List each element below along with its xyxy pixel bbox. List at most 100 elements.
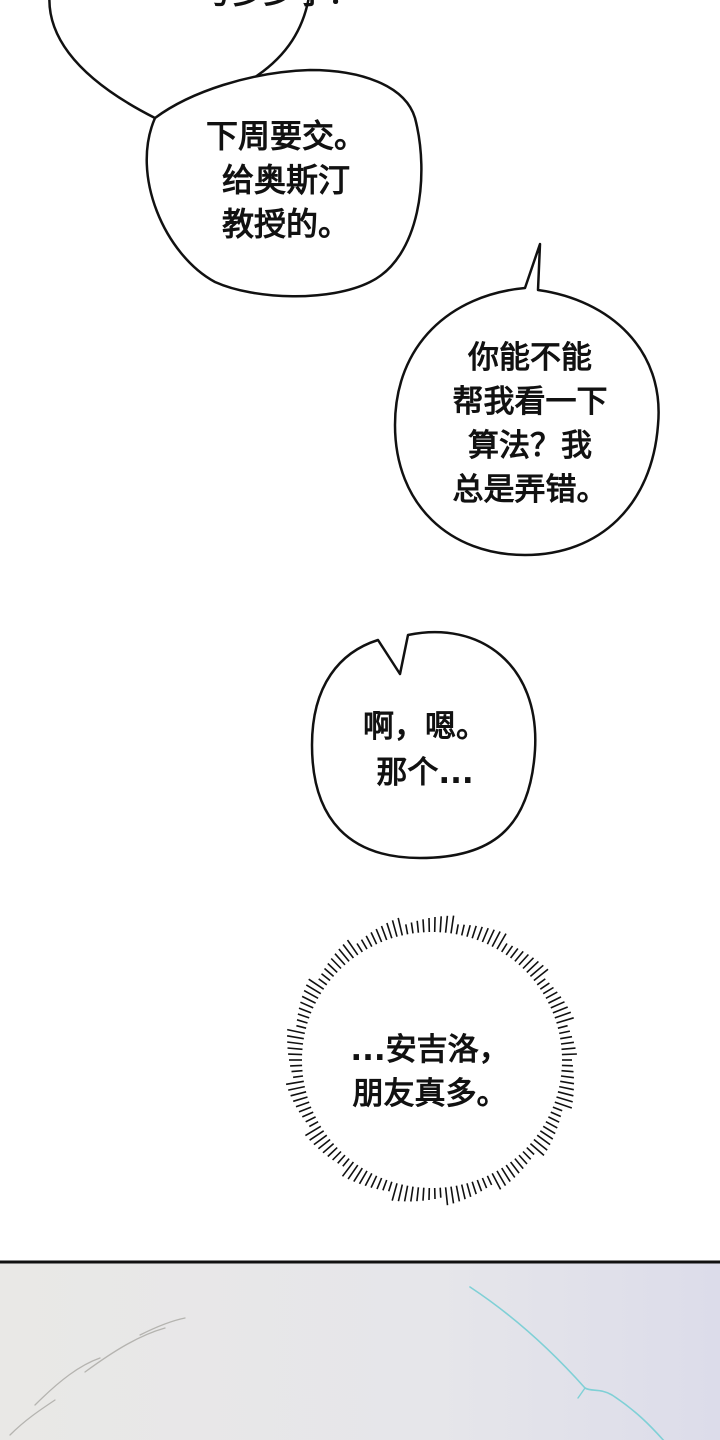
burst-spike (334, 953, 346, 966)
burst-spike (560, 1035, 573, 1040)
burst-spike (382, 1179, 388, 1191)
burst-spike (550, 1001, 565, 1009)
burst-spike (410, 1186, 414, 1202)
burst-spike (476, 926, 483, 941)
burst-spike (545, 1120, 558, 1129)
burst-spike (522, 1150, 532, 1160)
burst-spike (356, 943, 363, 953)
burst-spike (481, 927, 489, 943)
bubble-3-text: 你能不能 帮我看一下 算法？我 总是弄错。 (420, 336, 640, 512)
burst-spike (375, 928, 383, 943)
burst-spike (364, 1173, 373, 1187)
burst-spike (341, 1161, 355, 1177)
burst-spike (557, 1091, 574, 1097)
burst-spike (337, 1154, 346, 1164)
burst-spike (552, 1006, 568, 1014)
burst-spike (370, 1175, 378, 1188)
burst-spike (288, 1053, 303, 1056)
burst-spike (554, 1011, 572, 1019)
burst-spike (505, 1164, 516, 1178)
bubble-4-text: 啊，嗯。 那个... (340, 704, 510, 796)
speech-bubble-2 (145, 68, 423, 298)
burst-spike (491, 931, 501, 947)
burst-spike (297, 1013, 310, 1019)
burst-spike (522, 957, 535, 970)
burst-spike (313, 1134, 328, 1146)
burst-spike (514, 1158, 524, 1170)
burst-spike (304, 1125, 322, 1137)
burst-spike (554, 1101, 573, 1109)
burst-spike (286, 1035, 304, 1040)
burst-spike (321, 973, 331, 982)
burst-spike (476, 1179, 483, 1192)
burst-spike (287, 1047, 303, 1051)
burst-spike (542, 986, 554, 995)
burst-spike (455, 1185, 461, 1202)
burst-spike (533, 1138, 548, 1151)
burst-spike (560, 1041, 575, 1045)
burst-spike (529, 964, 544, 978)
burst-spike (501, 943, 508, 953)
burst-spike (391, 920, 398, 937)
burst-spike (292, 1096, 308, 1103)
sketch-lines (9, 1286, 665, 1440)
burst-spike (514, 950, 524, 962)
burst-spike (353, 1167, 363, 1183)
burst-spike (552, 1106, 563, 1112)
burst-spike (450, 915, 455, 934)
burst-spike (410, 922, 414, 934)
burst-spike (486, 1175, 493, 1186)
burst-spike (290, 1064, 303, 1067)
bubble-line: 帮我看一下 (452, 384, 608, 420)
burst-spike (292, 1075, 304, 1079)
burst-spike (505, 945, 514, 956)
burst-spike (501, 1167, 511, 1183)
bubble-line: 下周要交。 (205, 117, 366, 155)
burst-spike (559, 1030, 571, 1035)
burst-spike (466, 1183, 472, 1198)
burst-spike (323, 967, 335, 978)
burst-spike (439, 1187, 442, 1198)
burst-spike (296, 1024, 307, 1029)
burst-spike (542, 1125, 556, 1135)
burst-spike (397, 917, 404, 936)
burst-spike (298, 1106, 312, 1113)
burst-spike (518, 953, 529, 966)
thought-burst (285, 915, 577, 1206)
burst-spike (548, 996, 562, 1004)
burst-spike (322, 1142, 335, 1154)
burst-spike (358, 1170, 368, 1185)
burst-spike (533, 968, 549, 982)
burst-spike (557, 1024, 568, 1029)
burst-spike (397, 1184, 404, 1202)
burst-spike (338, 948, 350, 962)
burst-spike (287, 1041, 304, 1045)
burst-spike (387, 1181, 393, 1192)
burst-spike (290, 1091, 307, 1097)
burst-spike (305, 984, 322, 995)
burst-spike (539, 982, 550, 990)
burst-spike (518, 1154, 528, 1165)
burst-spike (561, 1047, 576, 1051)
bubble-line: 教授的。 (221, 205, 350, 243)
burst-spike (342, 1158, 350, 1167)
burst-spike (380, 925, 388, 941)
burst-spike (327, 1147, 338, 1158)
burst-spike (376, 1177, 383, 1190)
burst-spike (509, 948, 519, 959)
burst-spike (342, 944, 355, 959)
speech-bubble-4 (310, 630, 537, 860)
burst-spike (332, 1150, 342, 1161)
burst-spike (471, 1181, 477, 1195)
burst-spike (301, 995, 316, 1004)
burst-spike (330, 957, 342, 970)
burst-spike (298, 1007, 312, 1014)
burst-spike (301, 1111, 314, 1118)
burst-spike (509, 1161, 520, 1174)
burst-spike (327, 962, 338, 973)
burst-spike (450, 1186, 455, 1204)
burst-spike (550, 1111, 562, 1118)
bubble-line: 你能不能 (468, 340, 592, 376)
burst-spike (496, 1170, 507, 1187)
